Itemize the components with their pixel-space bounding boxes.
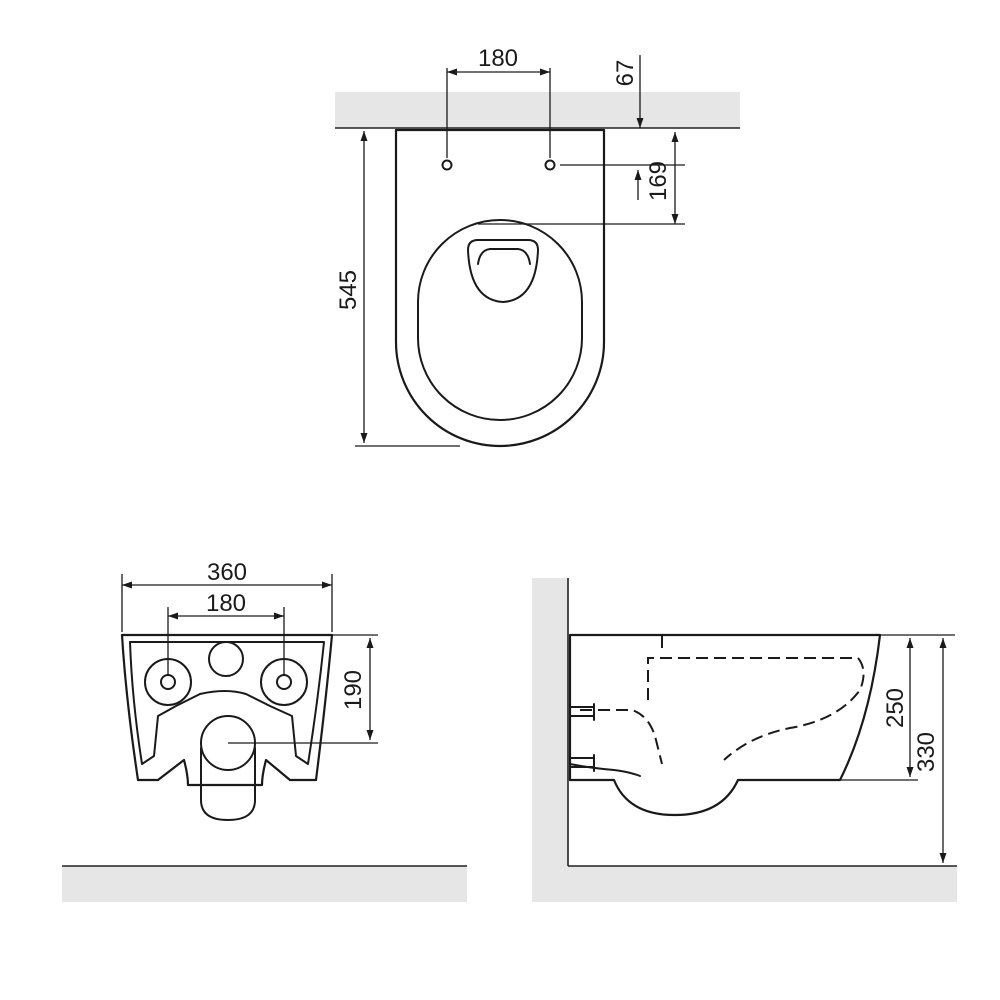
top-mount-hole-right [544, 159, 556, 171]
side-wall [532, 578, 568, 902]
front-water-inlet [208, 641, 244, 677]
top-toilet-body [394, 128, 606, 448]
top-flush-inner [477, 248, 531, 265]
side-internal-outlet [580, 709, 663, 765]
dim-top-hole-spacing: 180 [478, 45, 518, 72]
front-inner-outline [129, 641, 325, 765]
side-internal-channel [647, 657, 865, 761]
dim-front-width: 360 [207, 559, 247, 586]
dim-top-wall-offset: 67 [612, 60, 639, 87]
top-wall [335, 92, 740, 128]
front-view: 360 180 190 [62, 559, 467, 902]
side-mount-bolt-top [569, 703, 595, 721]
dim-top-length: 545 [335, 270, 362, 310]
side-view: 250 330 [532, 578, 957, 902]
top-seat-ring [417, 219, 583, 421]
side-mount-bolt-bottom [569, 754, 595, 772]
top-flush-opening [467, 239, 539, 303]
dim-front-height: 190 [340, 670, 367, 710]
side-toilet-body [568, 633, 882, 817]
dim-top-hole-to-seat: 169 [645, 161, 672, 201]
top-mount-hole-left [441, 159, 453, 171]
dim-side-bowl-height: 250 [882, 688, 909, 728]
side-floor [532, 866, 957, 902]
dim-front-hole-spacing: 180 [206, 590, 246, 617]
top-view: 180 67 169 545 [335, 45, 740, 448]
dim-side-total-height: 330 [913, 732, 940, 772]
front-outlet-pipe [200, 747, 256, 821]
front-floor [62, 866, 467, 902]
front-toilet-body [120, 633, 334, 787]
